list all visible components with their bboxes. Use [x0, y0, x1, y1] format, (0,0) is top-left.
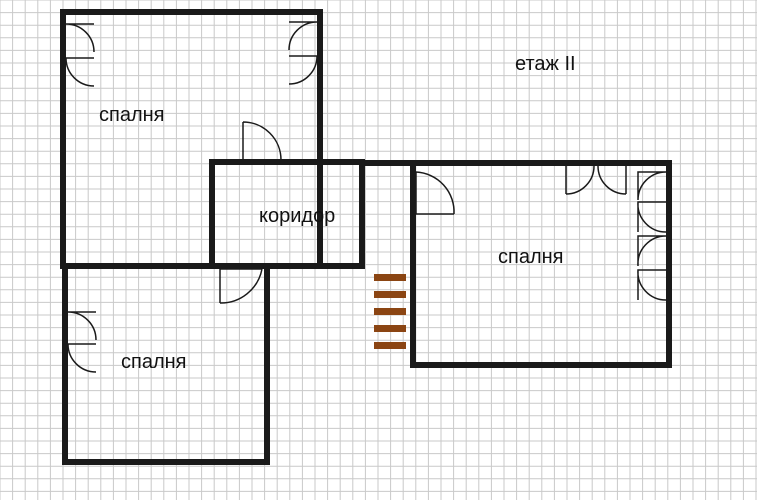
door-icon: [65, 23, 95, 87]
room-label-corridor: коридор: [259, 205, 335, 227]
stair-step: [374, 325, 406, 332]
stair-step: [374, 291, 406, 298]
stair-step: [374, 342, 406, 349]
wall-right-room: [410, 160, 672, 368]
room-label-bedroom-right: спалня: [498, 246, 564, 268]
wall-corridor: [209, 159, 365, 269]
floor-label: етаж II: [515, 53, 576, 75]
door-icon: [637, 171, 667, 301]
walls: [60, 9, 672, 465]
door-icon: [415, 171, 455, 215]
stair-step: [374, 308, 406, 315]
door-icon: [288, 21, 318, 85]
stair-step: [374, 274, 406, 281]
labels: етаж II спалня коридор спалня спалня: [99, 53, 576, 373]
wall-bottom-left-room: [62, 263, 270, 465]
stairs: [374, 274, 406, 349]
room-label-bedroom-top-left: спалня: [99, 104, 165, 126]
doors: [65, 21, 667, 373]
door-icon: [219, 268, 263, 304]
door-icon: [242, 121, 282, 161]
room-label-bedroom-bottom-left: спалня: [121, 351, 187, 373]
door-icon: [565, 165, 627, 195]
door-icon: [67, 311, 97, 373]
